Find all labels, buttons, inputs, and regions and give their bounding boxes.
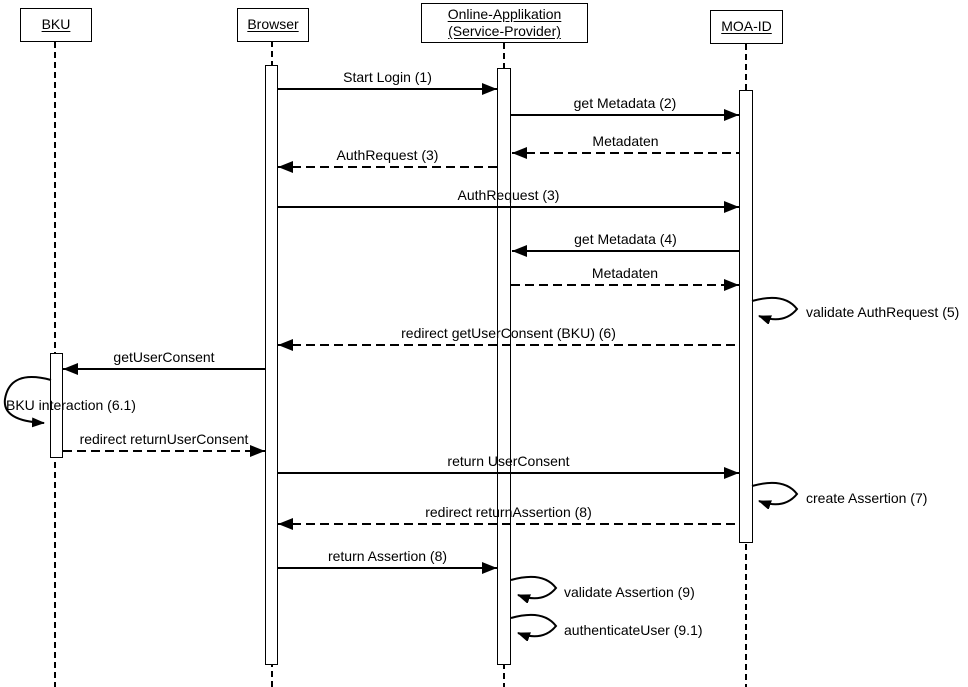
- actor-bku-label: BKU: [41, 16, 71, 33]
- message-getuserconsent-label: getUserConsent: [113, 349, 215, 365]
- arrowhead-right-icon: [482, 83, 497, 95]
- message-metadaten-1: Metadaten: [512, 132, 739, 159]
- actor-bku: BKU: [20, 8, 92, 42]
- message-get-metadata-2-label: get Metadata (2): [573, 95, 677, 111]
- self-loop-bku-interaction-label: BKU interaction (6.1): [6, 397, 136, 413]
- message-authrequest-solid-label: AuthRequest (3): [457, 187, 560, 203]
- arrow-line: [278, 567, 497, 569]
- message-start-login: Start Login (1): [278, 68, 497, 95]
- message-authrequest-dashed-label: AuthRequest (3): [336, 147, 439, 163]
- arrow-line: [278, 472, 739, 474]
- message-redirect-returnassertion: redirect returnAssertion (8): [278, 503, 739, 530]
- self-loop-validate-authrequest-label: validate AuthRequest (5): [806, 304, 960, 320]
- message-metadaten-1-label: Metadaten: [592, 133, 659, 149]
- message-authrequest-dashed: AuthRequest (3): [278, 146, 497, 173]
- message-get-metadata-4: get Metadata (4): [512, 230, 739, 257]
- activation-online-app: [497, 68, 511, 665]
- actor-moa-id: MOA-ID: [710, 10, 783, 44]
- self-loop-validate-authrequest: [751, 296, 799, 324]
- actor-moa-id-label: MOA-ID: [721, 18, 772, 35]
- arrow-line: [63, 368, 265, 370]
- self-loop-validate-assertion-label: validate Assertion (9): [564, 584, 695, 600]
- message-get-metadata-2: get Metadata (2): [511, 94, 739, 121]
- arrow-line: [278, 166, 497, 168]
- self-loop-validate-assertion: [510, 575, 558, 603]
- message-metadaten-2: Metadaten: [511, 264, 739, 291]
- arrowhead-left-icon: [512, 147, 527, 159]
- arrow-line: [512, 250, 739, 252]
- arrow-line: [278, 523, 739, 525]
- activation-browser: [265, 65, 278, 665]
- arrowhead-left-icon: [278, 339, 293, 351]
- arrow-line: [278, 344, 739, 346]
- message-get-metadata-4-label: get Metadata (4): [574, 231, 677, 247]
- actor-online-app-label: Online-Applikation (Service-Provider): [447, 5, 562, 40]
- arrowhead-right-icon: [724, 109, 739, 121]
- message-metadaten-2-label: Metadaten: [591, 265, 659, 281]
- arrow-line: [512, 152, 739, 154]
- actor-browser: Browser: [237, 8, 309, 42]
- arrow-line: [278, 88, 497, 90]
- arrow-line: [511, 284, 739, 286]
- arrowhead-right-icon: [724, 201, 739, 213]
- arrowhead-left-icon: [512, 245, 527, 257]
- activation-moa-id: [739, 90, 753, 543]
- message-redirect-getuserconsent: redirect getUserConsent (BKU) (6): [278, 324, 739, 351]
- self-loop-bku-interaction: [3, 376, 52, 428]
- arrowhead-right-icon: [724, 467, 739, 479]
- arrowhead-right-icon: [250, 445, 265, 457]
- message-getuserconsent: getUserConsent: [63, 348, 265, 375]
- message-return-assertion: return Assertion (8): [278, 547, 497, 574]
- message-start-login-label: Start Login (1): [343, 69, 432, 85]
- arrowhead-left-icon: [63, 363, 78, 375]
- message-redirect-getuserconsent-label: redirect getUserConsent (BKU) (6): [401, 325, 616, 341]
- message-authrequest-solid: AuthRequest (3): [278, 186, 739, 213]
- actor-online-app: Online-Applikation (Service-Provider): [421, 3, 588, 43]
- message-redirect-returnuserconsent-label: redirect returnUserConsent: [79, 431, 249, 447]
- self-loop-create-assertion-label: create Assertion (7): [806, 490, 928, 506]
- activation-bku: [50, 353, 63, 458]
- message-return-userconsent: return UserConsent: [278, 452, 739, 479]
- arrow-line: [278, 206, 739, 208]
- arrowhead-left-icon: [278, 518, 293, 530]
- message-redirect-returnuserconsent: redirect returnUserConsent: [63, 430, 265, 457]
- arrow-line: [511, 114, 739, 116]
- arrowhead-left-icon: [278, 161, 293, 173]
- message-return-assertion-label: return Assertion (8): [327, 548, 448, 564]
- self-loop-authenticateuser-label: authenticateUser (9.1): [564, 622, 703, 638]
- arrowhead-right-icon: [724, 279, 739, 291]
- actor-browser-label: Browser: [247, 16, 299, 33]
- self-loop-create-assertion: [751, 481, 799, 509]
- self-loop-authenticateuser: [510, 613, 558, 641]
- message-redirect-returnassertion-label: redirect returnAssertion (8): [425, 504, 592, 520]
- arrowhead-right-icon: [482, 562, 497, 574]
- message-return-userconsent-label: return UserConsent: [447, 453, 570, 469]
- arrow-line: [63, 450, 265, 452]
